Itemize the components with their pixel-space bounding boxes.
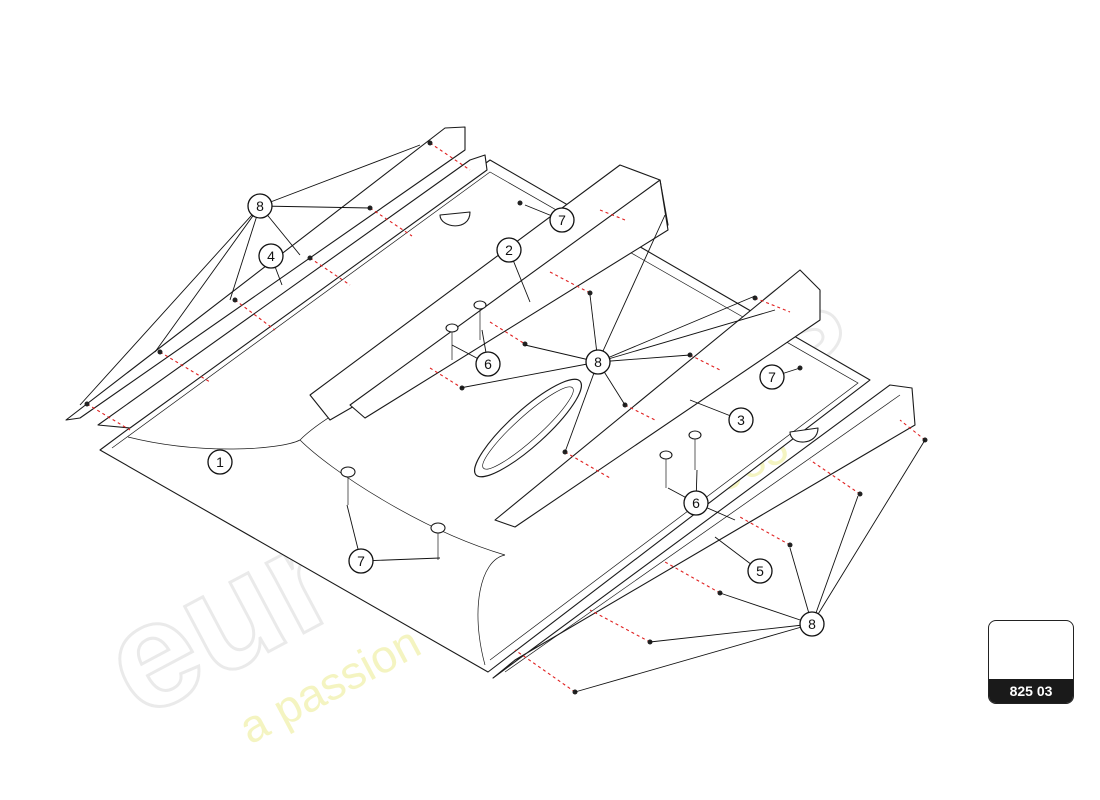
callout-8-top-left-label: 8 — [256, 198, 264, 214]
fastener-paths — [86, 142, 926, 693]
callout-3-label: 3 — [737, 412, 745, 428]
callout-5: 5 — [747, 558, 773, 584]
callout-1-label: 1 — [216, 454, 224, 470]
callout-6-center: 6 — [475, 351, 501, 377]
callout-2: 2 — [496, 237, 522, 263]
callout-2-label: 2 — [505, 242, 513, 258]
reference-code: 825 03 — [989, 679, 1073, 703]
callout-8-bottom-right-label: 8 — [808, 616, 816, 632]
center-rail — [309, 164, 669, 421]
right-side-rail — [492, 384, 916, 679]
callout-3: 3 — [728, 407, 754, 433]
floor-panel — [99, 159, 871, 673]
callout-6-right: 6 — [683, 490, 709, 516]
callout-6-center-label: 6 — [484, 356, 492, 372]
reference-code-box: 825 03 — [988, 620, 1074, 704]
callout-5-label: 5 — [756, 563, 764, 579]
screws — [84, 140, 928, 695]
callout-8-center-label: 8 — [594, 354, 602, 370]
washers — [340, 300, 702, 560]
left-side-rail — [65, 126, 488, 429]
callout-1: 1 — [207, 449, 233, 475]
right-center-rail — [494, 269, 821, 528]
callout-6-right-label: 6 — [692, 495, 700, 511]
callout-8-top-left: 8 — [247, 193, 273, 219]
callout-7-top: 7 — [549, 207, 575, 233]
callout-7-right: 7 — [759, 364, 785, 390]
callout-8-bottom-right: 8 — [799, 611, 825, 637]
leader-lines — [79, 144, 926, 693]
callout-7-right-label: 7 — [768, 369, 776, 385]
callout-7-bottom: 7 — [348, 548, 374, 574]
callout-4-label: 4 — [267, 248, 275, 264]
callout-7-bottom-label: 7 — [357, 553, 365, 569]
callout-4: 4 — [258, 243, 284, 269]
callout-7-top-label: 7 — [558, 212, 566, 228]
callout-8-center: 8 — [585, 349, 611, 375]
